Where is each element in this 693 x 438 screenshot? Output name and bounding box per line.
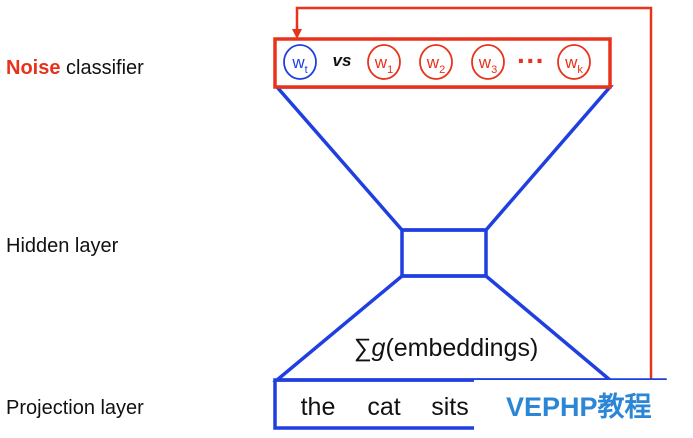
- embeddings-arg: (embeddings): [385, 334, 538, 362]
- sigma-symbol: ∑: [354, 334, 372, 362]
- output-trapezoid: [273, 85, 614, 232]
- function-g: g: [372, 334, 386, 362]
- context-word-3: sits: [431, 393, 469, 421]
- target-word-circle: [283, 44, 317, 80]
- noise-sample-circle-3: [471, 44, 505, 80]
- noise-sample-circle-2: [419, 44, 453, 80]
- noise-sample-circle-1: [367, 44, 401, 80]
- noise-sample-text-1: w1: [374, 53, 393, 76]
- context-word-2: cat: [367, 393, 400, 421]
- watermark: VEPHP教程: [474, 380, 684, 434]
- hidden-layer-box: [400, 228, 488, 278]
- noise-sample-text-3: w3: [478, 53, 497, 76]
- context-word-1: the: [301, 393, 336, 421]
- target-word-text: wt: [291, 53, 307, 76]
- noise-word: Noise: [6, 57, 61, 79]
- input-trapezoid: [272, 274, 615, 382]
- vs-text: vs: [333, 51, 352, 70]
- target-word-sub: t: [305, 64, 308, 76]
- hidden-layer-label: Hidden layer: [6, 235, 119, 257]
- classifier-word: classifier: [60, 57, 144, 79]
- projection-layer-label: Projection layer: [6, 397, 144, 419]
- noise-classifier-label: Noise classifier: [6, 57, 144, 80]
- target-word-base: w: [291, 53, 305, 72]
- noise-sample-circle-k: [557, 44, 591, 80]
- sum-expression: ∑g(embeddings): [354, 334, 539, 362]
- ellipsis-text: ···: [517, 45, 545, 76]
- noise-sample-text-k: wk: [564, 53, 583, 76]
- feedback-arrow: [292, 6, 653, 382]
- noise-sample-text-2: w2: [426, 53, 445, 76]
